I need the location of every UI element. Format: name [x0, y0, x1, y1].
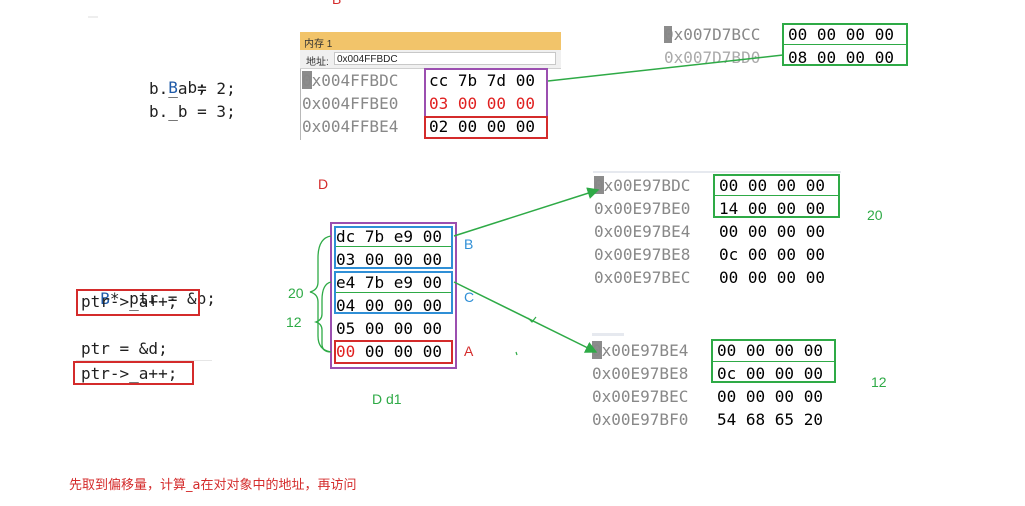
divider: [592, 333, 624, 336]
vbtable-d2-row-4-bytes: 54 68 65 20: [717, 410, 823, 429]
memory-window: [300, 32, 561, 140]
d1-base-c-outline: [334, 271, 453, 314]
offset-label-20: 20: [288, 285, 304, 301]
memory-window-titlebar: 内存 1: [300, 32, 561, 50]
mem-b-row-1-bytes: cc 7b 7d 00: [429, 71, 535, 90]
d1-base-b-outline: [334, 226, 453, 269]
keyword-class-b: B: [168, 78, 178, 97]
keyword-class-b: B: [100, 289, 110, 308]
vbtable-d1-outline: [713, 174, 840, 218]
arrow-d1-b-vbptr: [453, 187, 600, 237]
mem-b-row-2-bytes: 03 00 00 00: [429, 94, 535, 113]
vbtable-b-row-1-addr: 0x007D7BCC: [664, 25, 761, 44]
d1-row-2: 03 00 00 00: [336, 250, 442, 269]
vbtable-d2-row-3-bytes: 00 00 00 00: [717, 387, 823, 406]
d1-object-outline: [330, 222, 457, 369]
memory-window-title: 内存 1: [304, 39, 333, 50]
arrow-d1-c-vbptr: [453, 281, 598, 353]
vbtable-d1-row-2-addr: 0x00E97BE0: [594, 199, 691, 218]
mem-b-row-2-addr: 0x004FFBE0: [302, 94, 399, 113]
label-base-b: B: [464, 236, 474, 252]
mem-b-row-1-addr: 0x004FFBDC: [302, 71, 399, 90]
code-line-ptr-inc-2: ptr->_a++;: [81, 364, 178, 383]
vbtable-d1-row-3-addr: 0x00E97BE4: [594, 222, 691, 241]
explanation-note: 先取到偏移量，计算_a在对对象中的地址，再访问: [69, 478, 357, 493]
d1-row-4: 04 00 00 00: [336, 296, 442, 315]
d1-row-3: e4 7b e9 00: [336, 273, 442, 292]
vbtable-d1-row-3-bytes: 00 00 00 00: [719, 222, 825, 241]
brace-12: [313, 281, 332, 353]
code-line-ptr-assign-d: ptr = &d;: [81, 339, 168, 358]
arrow-b-vbptr: [547, 54, 784, 82]
divider: [76, 360, 212, 361]
divider: [593, 171, 841, 173]
top-label-b: B: [332, 0, 341, 7]
offset-value-12: 12: [871, 374, 887, 390]
code-highlight-2: [73, 361, 194, 385]
vbtable-d1-row-4-bytes: 0c 00 00 00: [719, 245, 825, 264]
vbtable-d1-row-5-bytes: 00 00 00 00: [719, 268, 825, 287]
mem-b-a-highlight: [424, 116, 548, 139]
d1-base-a-outline: [334, 340, 453, 364]
divider: [783, 44, 907, 45]
code-text: b;: [177, 78, 207, 97]
divider: [336, 292, 451, 293]
divider: [712, 361, 835, 362]
label-base-a: A: [464, 343, 474, 359]
vbtable-d2-row-2-bytes: 0c 00 00 00: [717, 364, 823, 383]
offset-value-20: 20: [867, 207, 883, 223]
stray-mark: [515, 351, 518, 356]
divider: [714, 195, 839, 196]
caption-d-d1: D d1: [372, 391, 402, 407]
divider: [336, 246, 451, 247]
label-base-c: C: [464, 289, 475, 305]
vbtable-d2-row-1-bytes: 00 00 00 00: [717, 341, 823, 360]
mem-b-row-3-addr: 0x004FFBE4: [302, 117, 399, 136]
address-label: 地址:: [306, 57, 329, 68]
offset-label-12: 12: [286, 314, 302, 330]
vbtable-b-row-2-bytes: 08 00 00 00: [788, 48, 894, 67]
vbtable-d1-row-4-addr: 0x00E97BE8: [594, 245, 691, 264]
vbtable-d2-row-1-addr: 0x00E97BE4: [592, 341, 689, 360]
code-line-declare-b: B b;: [149, 55, 207, 99]
vbtable-d1-row-5-addr: 0x00E97BEC: [594, 268, 691, 287]
d1-row-1: dc 7b e9 00: [336, 227, 442, 246]
code-line-assign-a: b._a = 2;: [149, 79, 236, 98]
vbtable-d1-row-1-addr: 0x00E97BDC: [594, 176, 691, 195]
vbtable-d2-row-3-addr: 0x00E97BEC: [592, 387, 689, 406]
vbtable-b-row-1-bytes: 00 00 00 00: [788, 25, 894, 44]
cursor-caret: [594, 176, 604, 194]
mem-b-row-3-bytes: 02 00 00 00: [429, 117, 535, 136]
vbtable-b-row-2-addr: 0x007D7BD0: [664, 48, 761, 67]
cursor-caret: [664, 26, 672, 43]
d1-row-6-first-byte: 00: [336, 340, 356, 362]
code-line-ptr-inc-1: ptr->_a++;: [81, 292, 178, 311]
stray-mark: [527, 316, 537, 323]
code-text: * ptr = &b;: [109, 289, 216, 308]
code-line-assign-b: b._b = 3;: [149, 102, 236, 121]
d1-row-5: 05 00 00 00: [336, 319, 442, 338]
code-line-ptr-decl: B* ptr = &b;: [81, 266, 216, 310]
vbtable-d1-row-2-bytes: 14 00 00 00: [719, 199, 825, 218]
brace-20: [309, 235, 332, 353]
vbtable-d2-row-4-addr: 0x00E97BF0: [592, 410, 689, 429]
label-class-d: D: [318, 176, 329, 192]
cursor-caret: [302, 71, 312, 89]
vbtable-d1-row-1-bytes: 00 00 00 00: [719, 176, 825, 195]
address-input[interactable]: 0x004FFBDC: [334, 52, 556, 65]
vbtable-d2-row-2-addr: 0x00E97BE8: [592, 364, 689, 383]
code-highlight-1: [76, 289, 200, 316]
